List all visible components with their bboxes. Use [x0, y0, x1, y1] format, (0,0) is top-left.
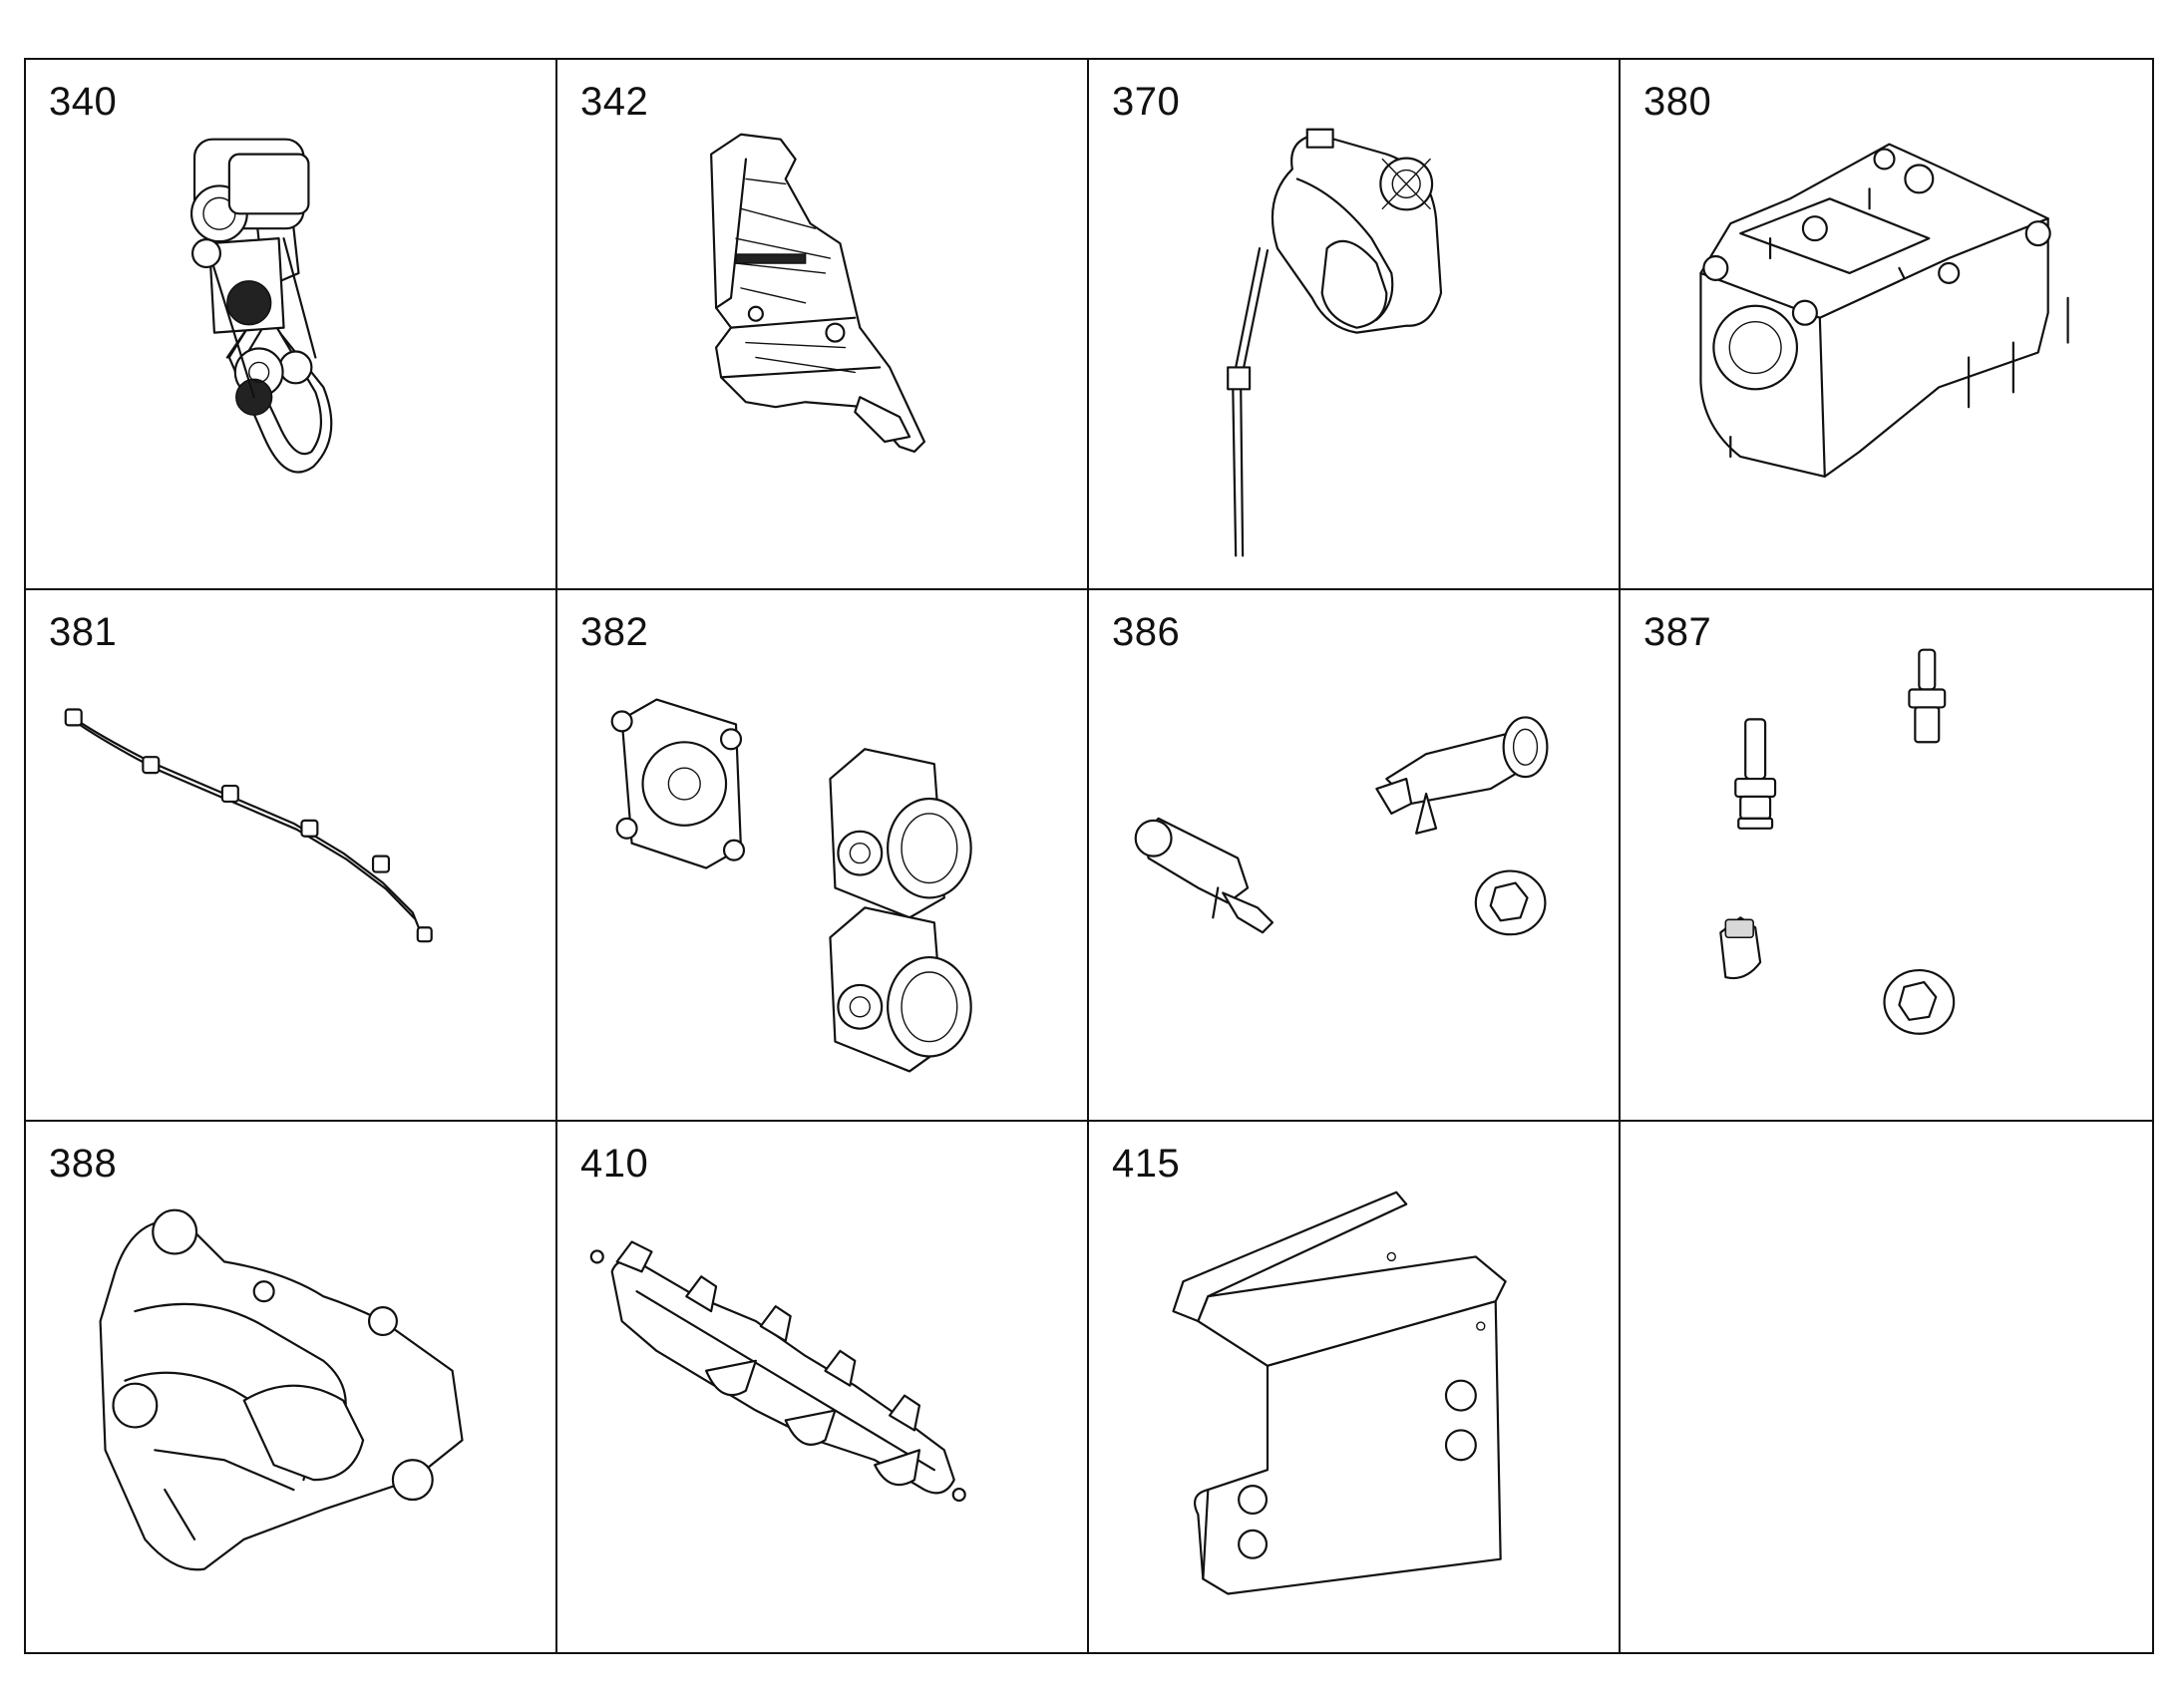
fittings-and-plugs-icon: [1719, 648, 1956, 1036]
part-cell-388[interactable]: 388: [26, 1121, 557, 1652]
belt-drive-assembly-icon: [189, 138, 333, 474]
part-cell-381[interactable]: 381: [26, 590, 557, 1122]
part-number: 382: [580, 610, 649, 655]
part-number: 340: [49, 80, 118, 124]
part-number: 410: [580, 1141, 649, 1186]
cover-and-housing-icon: [610, 698, 972, 1073]
part-number: 386: [1112, 610, 1181, 655]
pump-housing-icon: [1699, 143, 2069, 478]
part-cell-386[interactable]: 386: [1089, 590, 1621, 1122]
part-cell-370[interactable]: 370: [1089, 60, 1621, 591]
part-cell-382[interactable]: 382: [557, 590, 1089, 1122]
empty-cell: [1621, 1122, 2152, 1652]
mounting-bracket-icon: [710, 133, 926, 454]
part-number: 380: [1643, 80, 1712, 124]
part-number: 381: [49, 610, 118, 655]
oil-pump-with-dipstick-icon: [1227, 128, 1443, 557]
part-cell-415[interactable]: 415: [1089, 1121, 1621, 1652]
part-cell-340[interactable]: 340: [26, 60, 557, 591]
part-cell-380[interactable]: 380: [1621, 60, 2152, 591]
part-cell-410[interactable]: 410: [557, 1121, 1089, 1652]
part-cell-342[interactable]: 342: [557, 60, 1089, 591]
valves-and-plug-icon: [1134, 716, 1549, 936]
part-cell-387[interactable]: 387: [1621, 590, 2152, 1122]
exhaust-manifold-icon: [589, 1240, 966, 1502]
part-number: 370: [1112, 80, 1181, 124]
injector-wiring-harness-icon: [64, 708, 433, 943]
parts-grid: 340 342: [24, 58, 2154, 1654]
part-number: 415: [1112, 1141, 1181, 1186]
part-number: 387: [1643, 610, 1712, 655]
support-bracket-icon: [1172, 1191, 1507, 1595]
flywheel-housing-icon: [99, 1208, 464, 1570]
part-number: 388: [49, 1141, 118, 1186]
part-number: 342: [580, 80, 649, 124]
